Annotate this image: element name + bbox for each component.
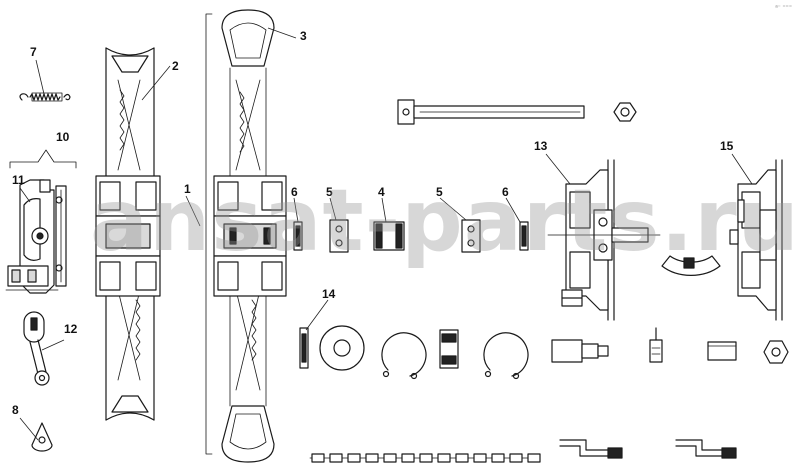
pin-right <box>675 439 737 459</box>
callout-3: 3 <box>300 29 307 43</box>
callout-6-left: 6 <box>291 185 298 199</box>
bearing-part-5-left <box>329 219 349 253</box>
callout-5-right: 5 <box>436 185 443 199</box>
lug-part-8 <box>31 422 53 452</box>
spring-part-7 <box>19 92 71 102</box>
callout-10: 10 <box>56 130 70 144</box>
retaining-ring-left <box>381 332 427 380</box>
callout-8: 8 <box>12 403 19 417</box>
assembly-bracket-part-1 <box>205 13 213 455</box>
bushing <box>707 341 737 361</box>
seal-part-6-right <box>519 221 529 251</box>
shaft <box>397 99 585 125</box>
nut <box>613 102 637 122</box>
seal-part-6-left <box>293 221 303 251</box>
leader-lines <box>19 27 753 441</box>
rotor-with-tyre-part-3 <box>213 9 287 463</box>
retaining-ring-right <box>483 332 529 380</box>
corner-mark: ᵃ⁻ ⁼⁼⁼ <box>775 5 792 11</box>
callout-15: 15 <box>720 139 734 153</box>
hex-nut-lower <box>763 340 789 364</box>
callout-11: 11 <box>12 173 25 187</box>
callout-4: 4 <box>378 185 385 199</box>
spacer-part-4 <box>373 221 405 251</box>
bracket-assembly-10-11 <box>5 149 77 294</box>
callout-5-left: 5 <box>326 185 333 199</box>
callout-6-right: 6 <box>502 185 509 199</box>
pin-left <box>559 439 623 459</box>
washer <box>319 325 365 371</box>
grease-fitting <box>649 327 663 363</box>
chain <box>309 453 541 463</box>
hub-assembly-part-13 <box>547 159 661 321</box>
rotor-half-part-2 <box>95 47 161 421</box>
sector-plate <box>661 255 721 276</box>
callout-labels: 7 2 3 10 11 1 6 5 4 5 6 13 15 14 12 8 <box>12 29 734 417</box>
bearing-lower <box>439 329 459 369</box>
hub-part-15 <box>729 159 783 321</box>
callout-1: 1 <box>184 182 191 196</box>
callout-2: 2 <box>172 59 179 73</box>
callout-13: 13 <box>534 139 548 153</box>
seal-part-14 <box>299 327 309 369</box>
key-block <box>551 339 609 363</box>
callout-7: 7 <box>30 45 37 59</box>
bearing-part-5-right <box>461 219 481 253</box>
callout-12: 12 <box>64 322 78 336</box>
link-part-12 <box>23 311 50 386</box>
callout-14: 14 <box>322 287 336 301</box>
